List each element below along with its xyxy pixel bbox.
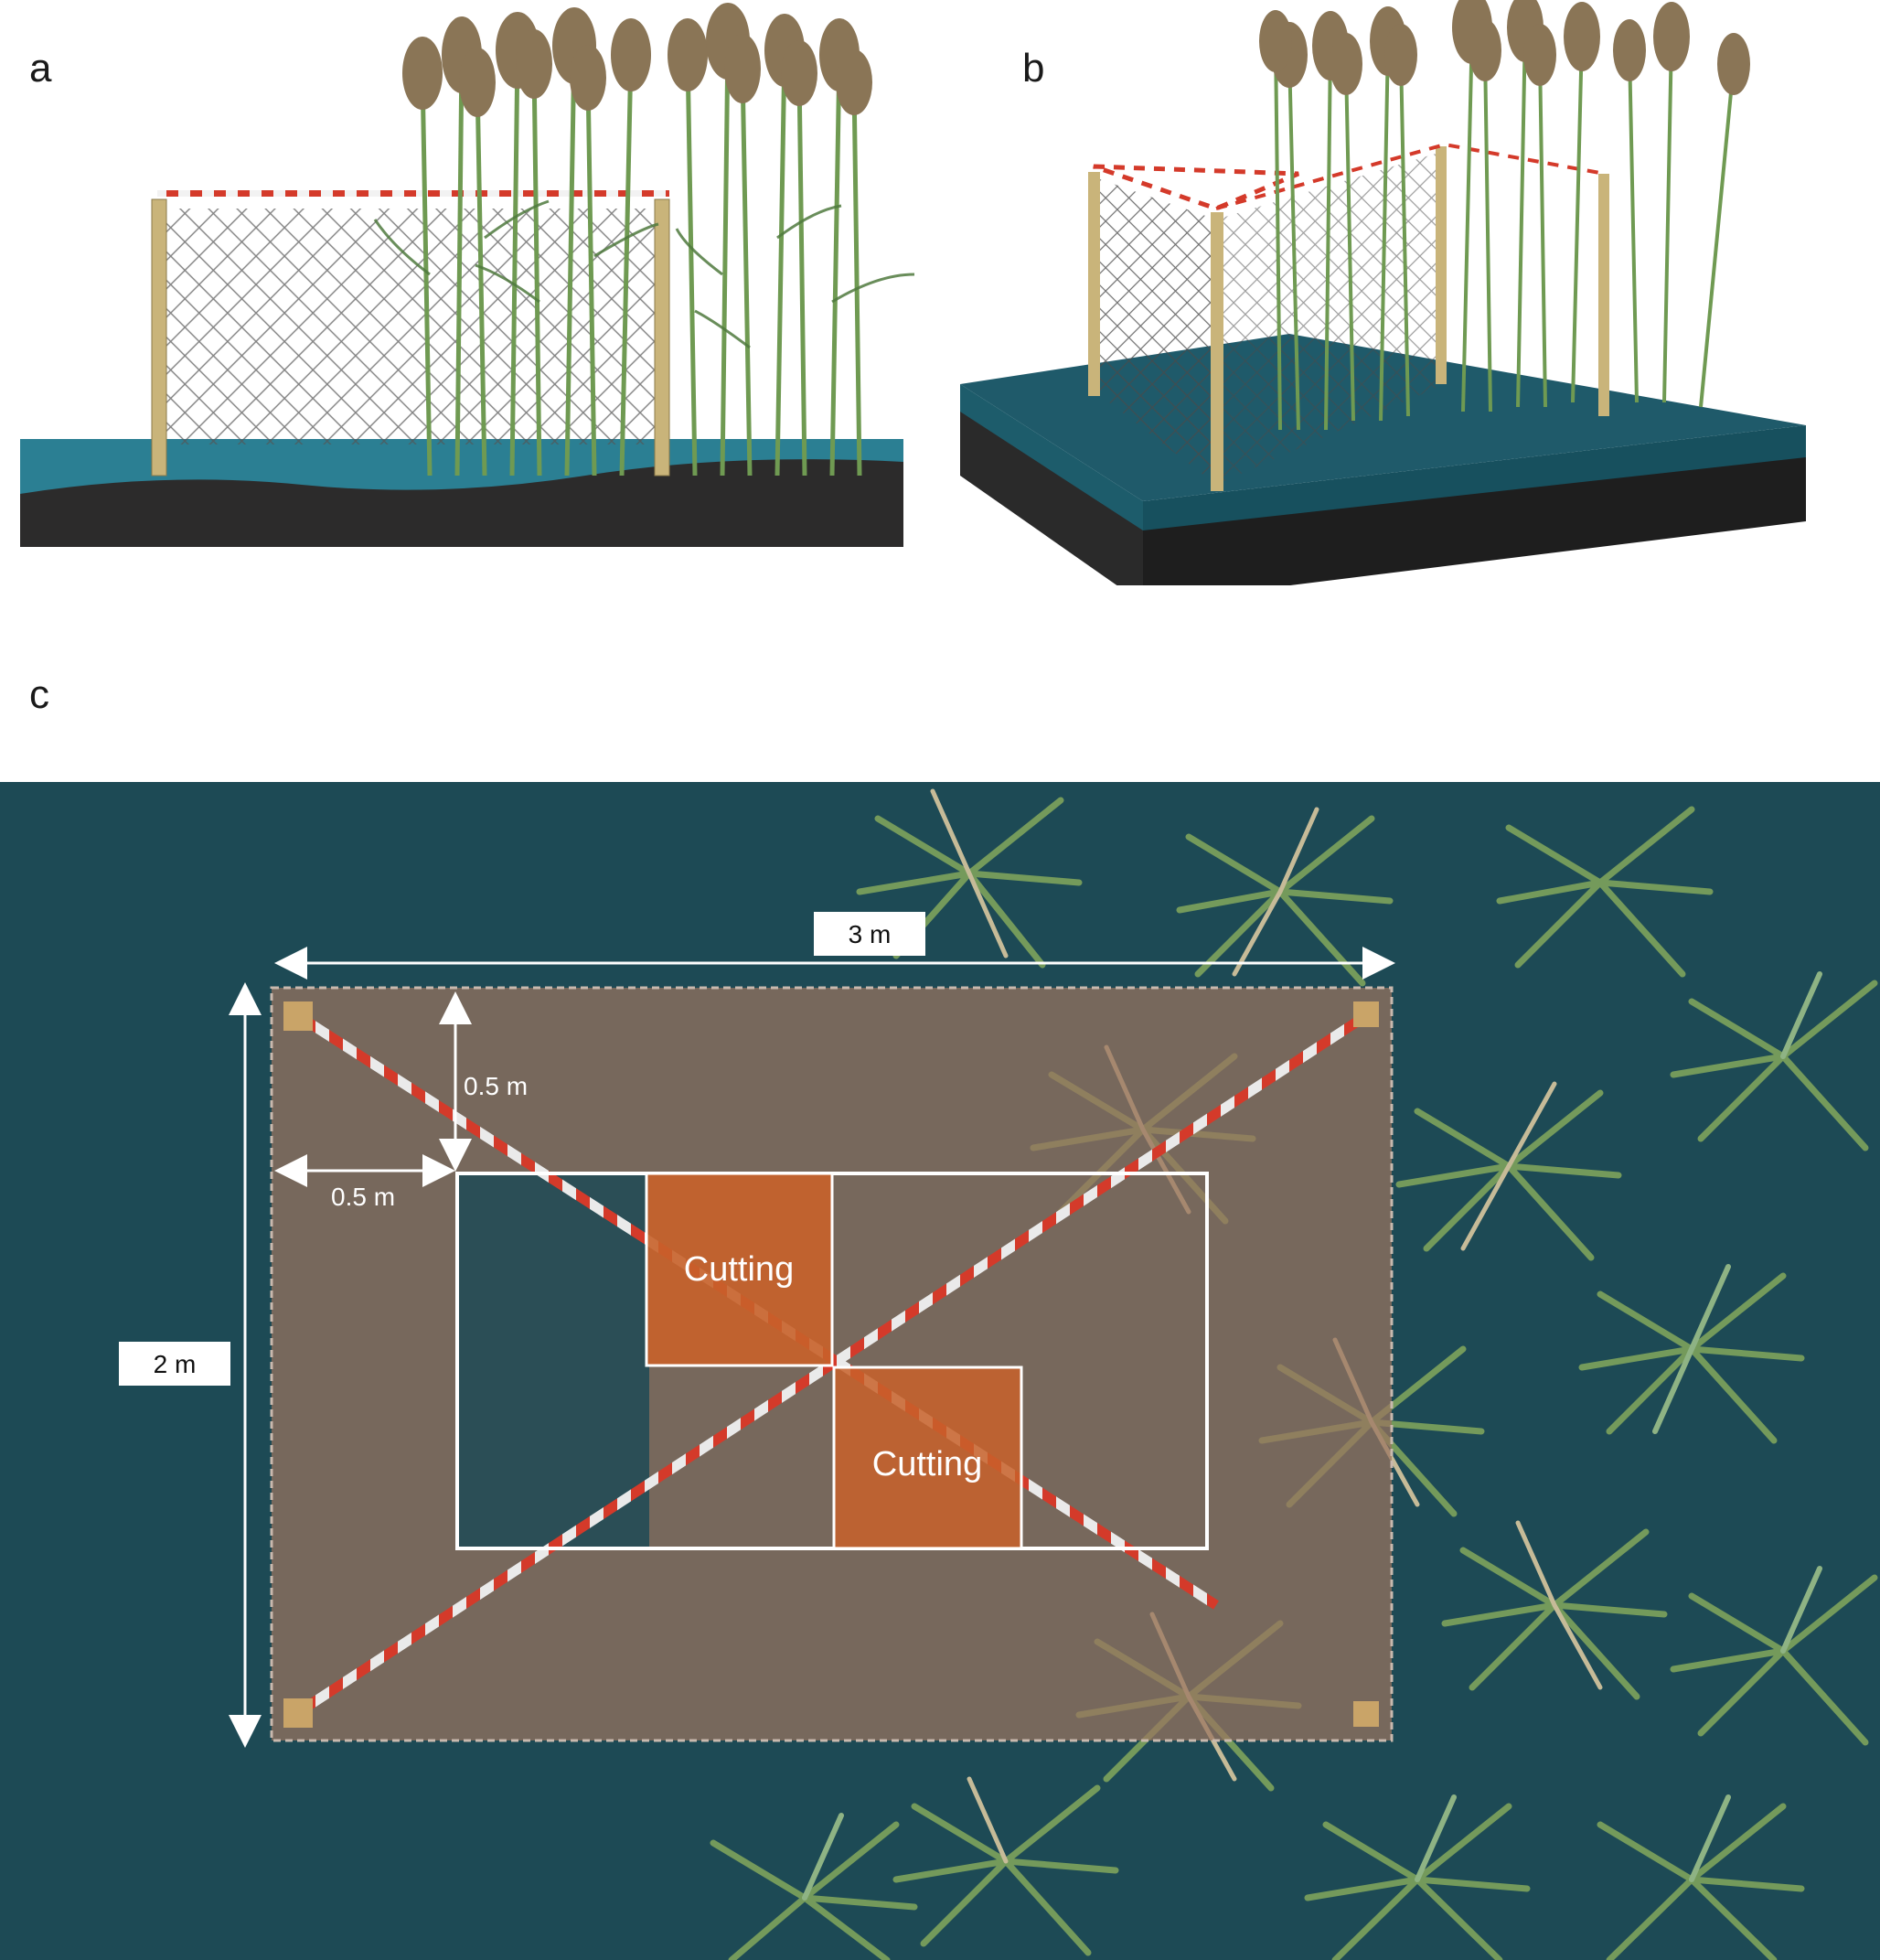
cutting-zone-2: Cutting — [832, 1366, 1023, 1550]
warning-tape-3d — [1093, 164, 1299, 211]
cutting-zone-1: Cutting — [645, 1172, 834, 1367]
dimension-label-width: 3 m — [849, 920, 892, 948]
post-3d-4 — [1598, 174, 1609, 416]
block-water-right — [1143, 425, 1806, 530]
panel-label-b: b — [1022, 46, 1045, 91]
fence-post-left — [151, 198, 167, 477]
reed-stand — [420, 40, 862, 477]
sediment-layer — [20, 459, 903, 547]
panel-a-side-view — [20, 0, 1806, 585]
post-3d-1 — [1088, 172, 1100, 396]
corner-post-br — [1353, 1701, 1379, 1727]
reed-leaves — [373, 199, 915, 349]
fence-mesh-3d — [1097, 178, 1216, 485]
corner-post-bl — [283, 1698, 313, 1728]
panel-b-scene — [960, 0, 1806, 585]
dimension-label-height: 2 m — [154, 1350, 197, 1378]
post-3d-3 — [1436, 146, 1447, 384]
inner-plot-left-water — [457, 1173, 649, 1548]
reed-panicles-3d — [1259, 0, 1750, 95]
panel-label-a: a — [29, 46, 52, 91]
post-3d-2 — [1211, 212, 1223, 491]
dimension-box-height — [119, 1342, 230, 1386]
panel-c-plan-view: Cutting Cutting 3 m 2 m 0.5 m 0.5 m — [0, 782, 1880, 1960]
warning-tape — [157, 190, 669, 197]
dimension-label-offset-left: 0.5 m — [331, 1183, 395, 1211]
dimension-label-offset-top: 0.5 m — [464, 1072, 528, 1100]
panel-label-c: c — [29, 672, 49, 717]
corner-post-tr — [1353, 1001, 1379, 1027]
fence-mesh-3d-back — [1216, 151, 1445, 485]
reed-panicles — [402, 3, 872, 117]
fence-post-right — [654, 198, 670, 477]
cutting-zone-2-label: Cutting — [872, 1445, 982, 1483]
panel-a-scene — [20, 3, 915, 547]
reed-stand-3d — [1274, 27, 1736, 431]
block-water-front — [960, 384, 1143, 530]
dimension-box-width — [814, 912, 925, 956]
fence-mesh — [154, 209, 666, 444]
corner-post-tl — [283, 1001, 313, 1031]
cutting-zone-1-label: Cutting — [684, 1250, 794, 1289]
